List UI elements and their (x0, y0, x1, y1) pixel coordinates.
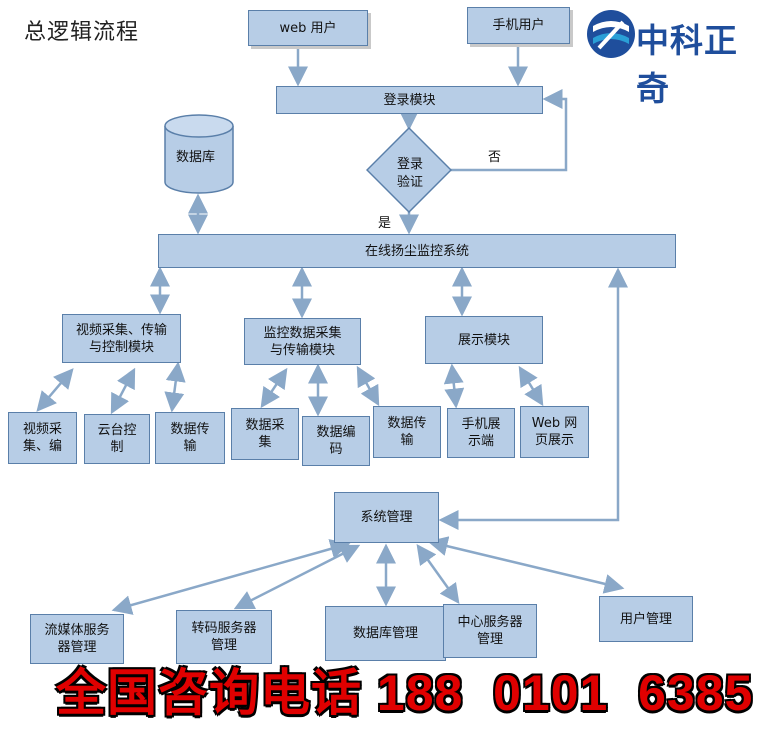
data-transfer-box-1: 数据传 输 (155, 412, 225, 464)
database-label: 数据库 (176, 150, 216, 165)
data-module-box: 监控数据采集 与传输模块 (244, 318, 361, 365)
ptz-control-box: 云台控 制 (84, 414, 150, 464)
data-encode-box: 数据编 码 (302, 416, 370, 466)
login-module-box: 登录模块 (276, 86, 543, 114)
web-user-box: web 用户 (248, 10, 368, 46)
logo-icon (587, 10, 635, 58)
database-cylinder (164, 114, 234, 194)
data-transfer-box-2: 数据传 输 (373, 406, 441, 458)
transcode-mgmt-box: 转码服务器 管理 (176, 610, 272, 664)
mobile-user-box: 手机用户 (467, 7, 570, 44)
video-module-box: 视频采集、传输 与控制模块 (62, 314, 181, 363)
hotline-banner: 全国咨询电话 188 0101 6385 (56, 665, 754, 721)
user-mgmt-box: 用户管理 (599, 596, 693, 642)
system-mgmt-box: 系统管理 (334, 492, 439, 543)
edge-label-yes: 是 (378, 216, 392, 231)
video-capture-box: 视频采 集、编 (8, 412, 77, 464)
streaming-mgmt-box: 流媒体服务 器管理 (30, 614, 124, 664)
login-verify-diamond (366, 127, 452, 213)
db-mgmt-box: 数据库管理 (325, 606, 446, 661)
mobile-display-box: 手机展 示端 (447, 408, 515, 458)
monitor-system-box: 在线扬尘监控系统 (158, 234, 676, 268)
web-display-box: Web 网 页展示 (520, 406, 589, 458)
data-collect-box: 数据采 集 (231, 408, 299, 460)
page-title: 总逻辑流程 (24, 20, 140, 45)
login-verify-label: 登录 验证 (396, 157, 423, 190)
edge-label-no: 否 (488, 150, 502, 165)
logo-text: 中科正奇 (636, 21, 738, 108)
center-mgmt-box: 中心服务器 管理 (443, 604, 537, 658)
display-module-box: 展示模块 (425, 316, 543, 364)
